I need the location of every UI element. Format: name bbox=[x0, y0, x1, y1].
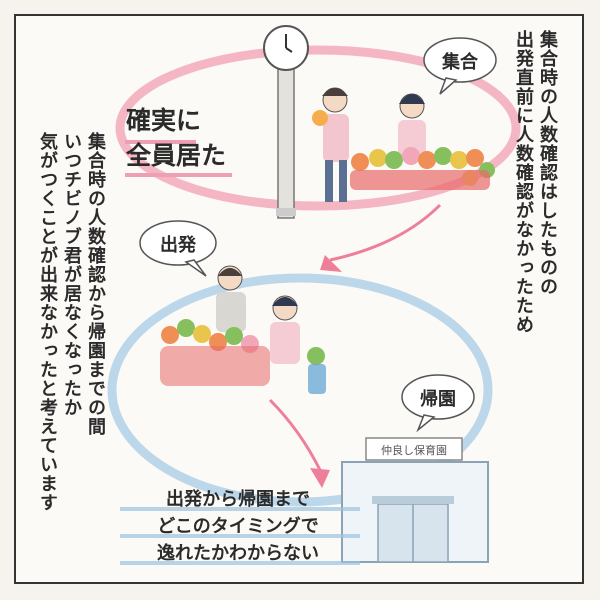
right-text-col-2: 出発直前に人数確認がなかったため bbox=[513, 30, 534, 334]
left-text-col-1: 集合時の人数確認から帰園までの間 bbox=[85, 132, 106, 436]
bubble-shuppatsu-text: 出発 bbox=[160, 235, 196, 256]
bubble-kien-text: 帰園 bbox=[420, 389, 456, 410]
bottom-caption-line-3: 逸れたかわからない bbox=[157, 543, 319, 564]
blue-loop bbox=[107, 273, 493, 507]
clock-pole bbox=[263, 25, 309, 219]
label-zenin: 全員居た bbox=[126, 141, 227, 170]
teacher-top-left bbox=[312, 87, 349, 202]
left-text-col-3: 気がつくことが出来なかったと考えています bbox=[37, 132, 58, 512]
arrow-down-right bbox=[268, 398, 330, 488]
left-text-col-2: いつチビノブ君が居なくなったか bbox=[61, 132, 82, 417]
pink-loop bbox=[115, 45, 521, 211]
children-cluster-middle bbox=[160, 265, 326, 394]
bubble-kien bbox=[401, 374, 475, 433]
bubble-shugo bbox=[423, 37, 497, 95]
sign-text: 仲良し保育園 bbox=[381, 443, 447, 457]
arrow-down-left bbox=[320, 203, 442, 272]
school-building bbox=[341, 437, 489, 563]
right-text-col-1: 集合時の人数確認はしたものの bbox=[537, 30, 558, 296]
bubble-shugo-text: 集合 bbox=[442, 52, 478, 73]
label-kakujitsu: 確実に bbox=[126, 106, 202, 135]
bottom-caption: 出発から帰園まで どこのタイミングで 逸れたかわからない bbox=[118, 486, 358, 567]
children-cluster-top bbox=[350, 147, 495, 190]
bottom-caption-line-2: どこのタイミングで bbox=[157, 516, 319, 537]
bubble-shuppatsu bbox=[139, 220, 217, 277]
bottom-caption-line-1: 出発から帰園まで bbox=[166, 489, 310, 510]
